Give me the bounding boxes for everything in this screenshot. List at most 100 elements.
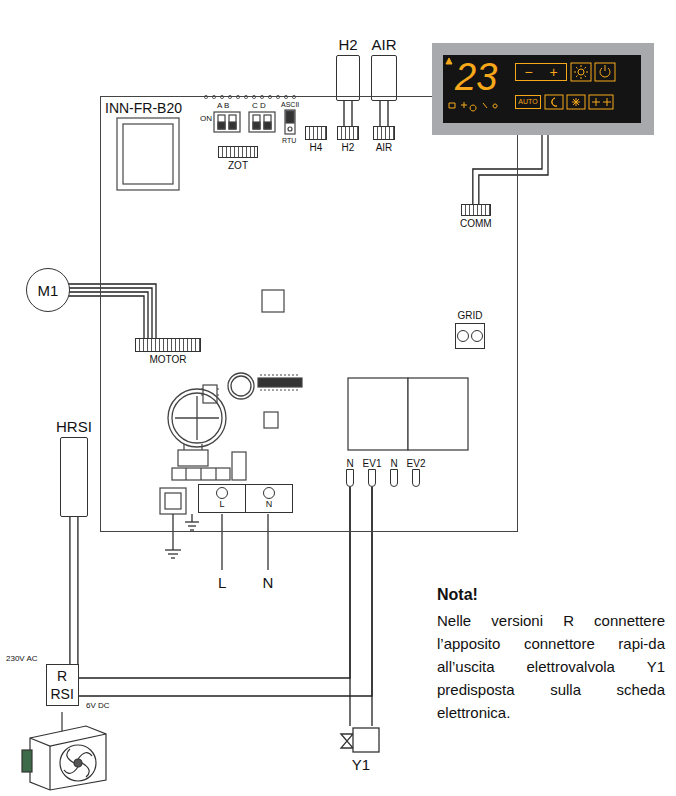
printed-label: 230V AC xyxy=(6,654,38,663)
ground-symbol xyxy=(188,525,196,526)
sensor-label: HRSI xyxy=(56,418,92,435)
ground-symbol xyxy=(165,514,199,558)
jumper xyxy=(286,111,294,123)
wire xyxy=(350,487,372,726)
transformer xyxy=(117,118,179,190)
terminal-label: N xyxy=(266,499,273,510)
terminal-pin xyxy=(368,469,376,487)
valve-label: Y1 xyxy=(352,756,370,773)
valve-node: Y1 xyxy=(339,726,383,773)
dip-switch xyxy=(229,115,236,129)
terminal-label: N xyxy=(339,458,361,469)
display-icon xyxy=(600,65,610,77)
chip xyxy=(262,290,284,312)
connector-label: COMM xyxy=(460,218,492,229)
connector-label: H4 xyxy=(310,142,323,153)
conn-node: ZOT xyxy=(218,146,258,171)
conn-node: MOTOR xyxy=(135,338,201,365)
display-icon xyxy=(595,63,615,81)
dip-switch xyxy=(214,112,275,132)
conn-node: H4 xyxy=(305,126,327,153)
printed-label: L xyxy=(218,574,226,591)
terminal-cell: N xyxy=(245,485,292,512)
fan-illustration xyxy=(22,712,106,790)
terminal-screw xyxy=(457,330,469,342)
motor-node: M1 xyxy=(26,268,70,312)
relay xyxy=(348,378,408,450)
display-icon xyxy=(567,95,585,109)
conn-node: H2 xyxy=(337,126,359,153)
sensor-node: AIR xyxy=(371,36,397,101)
connector-housing xyxy=(218,146,258,158)
rsi-node: RRSI xyxy=(46,664,79,706)
terminal-labels: NEV1NEV2 xyxy=(339,458,427,469)
fan-illustration xyxy=(74,759,82,767)
button-label: + xyxy=(549,65,557,79)
terminal-screw xyxy=(263,487,275,499)
dip-switch xyxy=(264,122,271,129)
wire xyxy=(344,101,352,126)
printed-label: ASCII xyxy=(281,101,299,109)
conn-node: AIR xyxy=(373,126,395,153)
display-digits: 23 xyxy=(455,55,497,99)
ground-symbol xyxy=(168,553,178,554)
relay xyxy=(408,378,468,450)
connector-housing xyxy=(461,204,491,216)
ground-symbol xyxy=(190,529,194,530)
jumper xyxy=(285,110,295,134)
battery xyxy=(168,389,226,447)
connector-housing xyxy=(305,126,327,140)
fan-illustration xyxy=(30,734,106,746)
board-name: INN-FR-B20 xyxy=(105,100,182,116)
board-node: H4H2AIRZOTCOMMMOTORGRIDNEV1NEV2LNINN-FR-… xyxy=(100,96,518,532)
note-text: Nota! xyxy=(437,586,478,604)
fan-illustration xyxy=(49,746,50,790)
chip xyxy=(201,394,203,395)
terminal-cell: L xyxy=(199,485,245,512)
chip xyxy=(201,290,302,428)
valve-body xyxy=(341,734,353,748)
dip-switch xyxy=(253,115,260,129)
display-icon xyxy=(578,69,584,75)
conn-node: GRID xyxy=(455,310,485,349)
sensor-probe xyxy=(336,55,360,101)
relay xyxy=(348,378,468,450)
printed-label: N xyxy=(263,574,274,591)
sensor-probe xyxy=(371,55,397,101)
chip xyxy=(217,394,219,395)
sensor-label: AIR xyxy=(371,36,396,53)
term-node: NEV1NEV2 xyxy=(339,458,427,487)
mains-wire xyxy=(222,514,268,570)
connector-label: GRID xyxy=(458,310,483,321)
button-label: − xyxy=(524,65,532,79)
jumper xyxy=(288,127,292,131)
display-icon xyxy=(589,95,613,109)
sensor-label: H2 xyxy=(338,36,357,53)
connector-housing xyxy=(455,323,485,349)
jumper xyxy=(285,110,295,134)
terminal-pin xyxy=(412,469,420,487)
bridge xyxy=(200,468,201,480)
bridge xyxy=(172,444,246,480)
capacitor xyxy=(231,376,251,396)
bridge xyxy=(178,450,208,466)
sensor-node: HRSI xyxy=(56,418,92,517)
display-button: AUTO xyxy=(515,95,541,109)
ground-symbol xyxy=(165,549,181,550)
bridge xyxy=(215,468,216,480)
display-icon xyxy=(545,95,563,109)
display-icon xyxy=(446,58,452,64)
bridge xyxy=(201,444,202,450)
dip-switch xyxy=(214,112,240,132)
fan-illustration xyxy=(22,750,32,772)
terminal-pin-cell xyxy=(361,469,383,487)
display-icon xyxy=(552,98,557,106)
power-node: LN xyxy=(198,484,293,513)
fan-illustration xyxy=(30,726,106,790)
terminal-pin xyxy=(390,469,398,487)
button-label: AUTO xyxy=(518,98,537,106)
conn-node: COMM xyxy=(460,204,492,229)
terminal-screw xyxy=(216,487,228,499)
ground-terminal xyxy=(165,493,181,509)
